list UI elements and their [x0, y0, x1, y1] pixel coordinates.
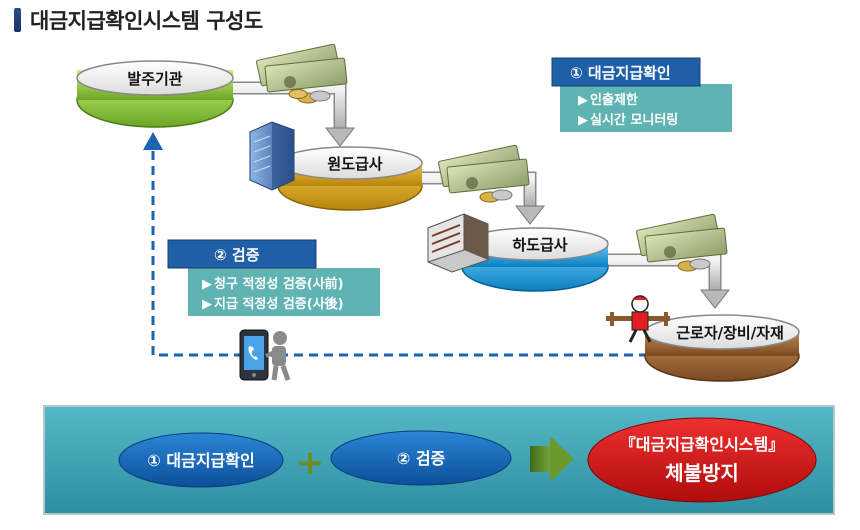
node-worker-label: 근로자/장비/자재: [676, 324, 784, 342]
box-payment-check-item: ▶실시간 모니터링: [578, 112, 678, 128]
summary-pill-payment: ① 대금지급확인: [147, 451, 254, 470]
page-title: 대금지급확인시스템 구성도: [30, 9, 263, 33]
phone-icon: [239, 329, 291, 381]
arrow-icon: [530, 436, 574, 482]
verification-loop: [143, 132, 648, 357]
box-verification-title: ② 검증: [214, 246, 260, 264]
building-icon: [249, 121, 295, 191]
node-prime-label: 원도급사: [327, 155, 382, 173]
node-sub: 하도급사: [461, 227, 609, 292]
summary-result-subtitle: 체불방지: [665, 461, 739, 485]
node-sub-label: 하도급사: [512, 236, 567, 254]
node-worker: 근로자/장비/자재: [644, 314, 800, 382]
building-icon: [427, 213, 489, 273]
box-verification-item: ▶청구 적정성 검증(사前): [202, 276, 344, 292]
node-prime: 원도급사: [277, 146, 423, 211]
node-client: 발주기관: [76, 60, 234, 128]
title-marker: [14, 8, 21, 32]
plus-icon: +: [296, 443, 325, 483]
summary-panel: ① 대금지급확인 + ② 검증 『대금지급확인시스템』 체불방지: [43, 405, 835, 515]
money-icon: [636, 213, 728, 272]
flow-arrow-3: [608, 253, 731, 309]
box-verification: ② 검증 ▶청구 적정성 검증(사前) ▶지급 적정성 검증(사後): [167, 239, 380, 316]
box-payment-check-title: ① 대금지급확인: [570, 64, 671, 82]
money-icon: [256, 43, 348, 104]
box-payment-check-item: ▶인출제한: [578, 92, 638, 108]
money-icon: [438, 144, 530, 203]
summary-pill-verification: ② 검증: [397, 449, 446, 468]
summary-result-title: 『대금지급확인시스템』: [620, 435, 784, 454]
box-verification-item: ▶지급 적정성 검증(사後): [202, 296, 344, 312]
worker-icon: [606, 295, 670, 343]
node-client-label: 발주기관: [127, 70, 182, 88]
box-payment-check: ① 대금지급확인 ▶인출제한 ▶실시간 모니터링: [551, 57, 732, 132]
